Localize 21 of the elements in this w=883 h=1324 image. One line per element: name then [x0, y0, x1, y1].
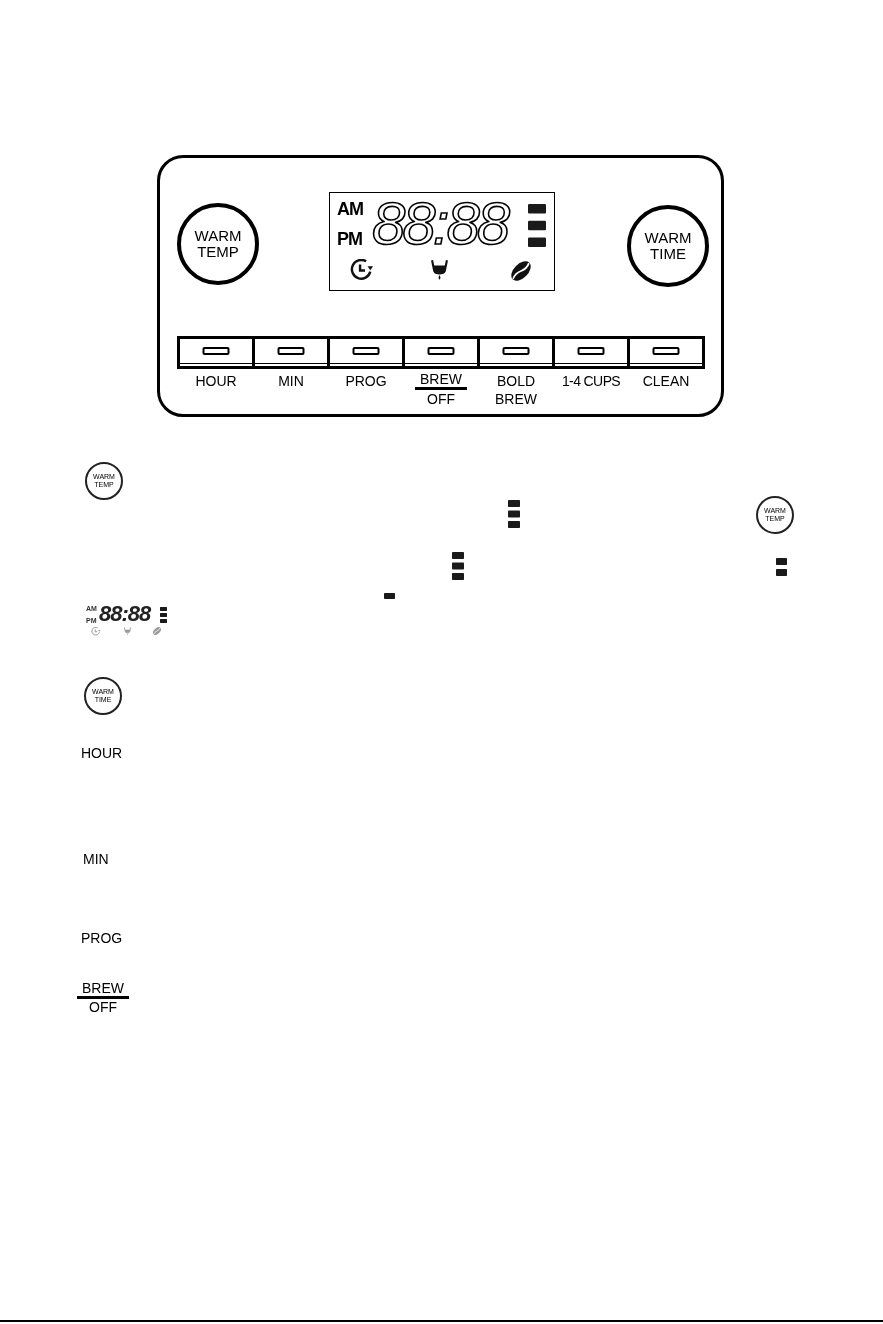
- lcd-display: [329, 192, 555, 291]
- button-label: PROG: [345, 372, 387, 390]
- am-indicator: AM: [337, 200, 363, 218]
- button-label: OFF: [89, 999, 117, 1015]
- button-label: PROG: [81, 929, 123, 947]
- round-button: WARM TIME: [627, 205, 709, 287]
- button-label: HOUR: [195, 372, 237, 390]
- button-label: 1-4 CUPS: [561, 372, 621, 390]
- button-label: HOUR: [81, 744, 123, 762]
- time-digits: 88:88: [372, 194, 508, 254]
- button-label: BOLD BREW: [494, 372, 538, 408]
- button-label: CLEAN: [642, 372, 690, 390]
- pm-indicator: PM: [337, 230, 362, 248]
- button-label: BREW: [415, 372, 467, 390]
- round-button: WARM TEMP: [177, 203, 259, 285]
- control-panel: [157, 155, 724, 417]
- time-digits: 88:88: [99, 603, 151, 625]
- button-label: MIN: [83, 850, 109, 868]
- button-label: MIN: [278, 372, 304, 390]
- button-label: OFF: [427, 390, 455, 408]
- button-label: BREW: [77, 981, 129, 999]
